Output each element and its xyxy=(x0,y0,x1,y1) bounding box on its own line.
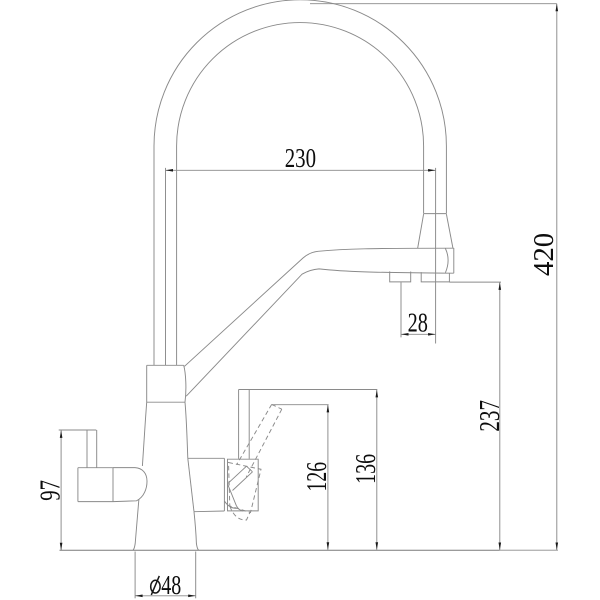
svg-text:136: 136 xyxy=(351,454,382,484)
svg-text:420: 420 xyxy=(529,233,560,276)
svg-text:97: 97 xyxy=(35,480,66,501)
svg-text:230: 230 xyxy=(285,143,316,173)
svg-text:48: 48 xyxy=(161,570,181,600)
svg-text:126: 126 xyxy=(302,462,333,492)
svg-text:28: 28 xyxy=(408,307,428,337)
svg-text:237: 237 xyxy=(475,400,506,432)
